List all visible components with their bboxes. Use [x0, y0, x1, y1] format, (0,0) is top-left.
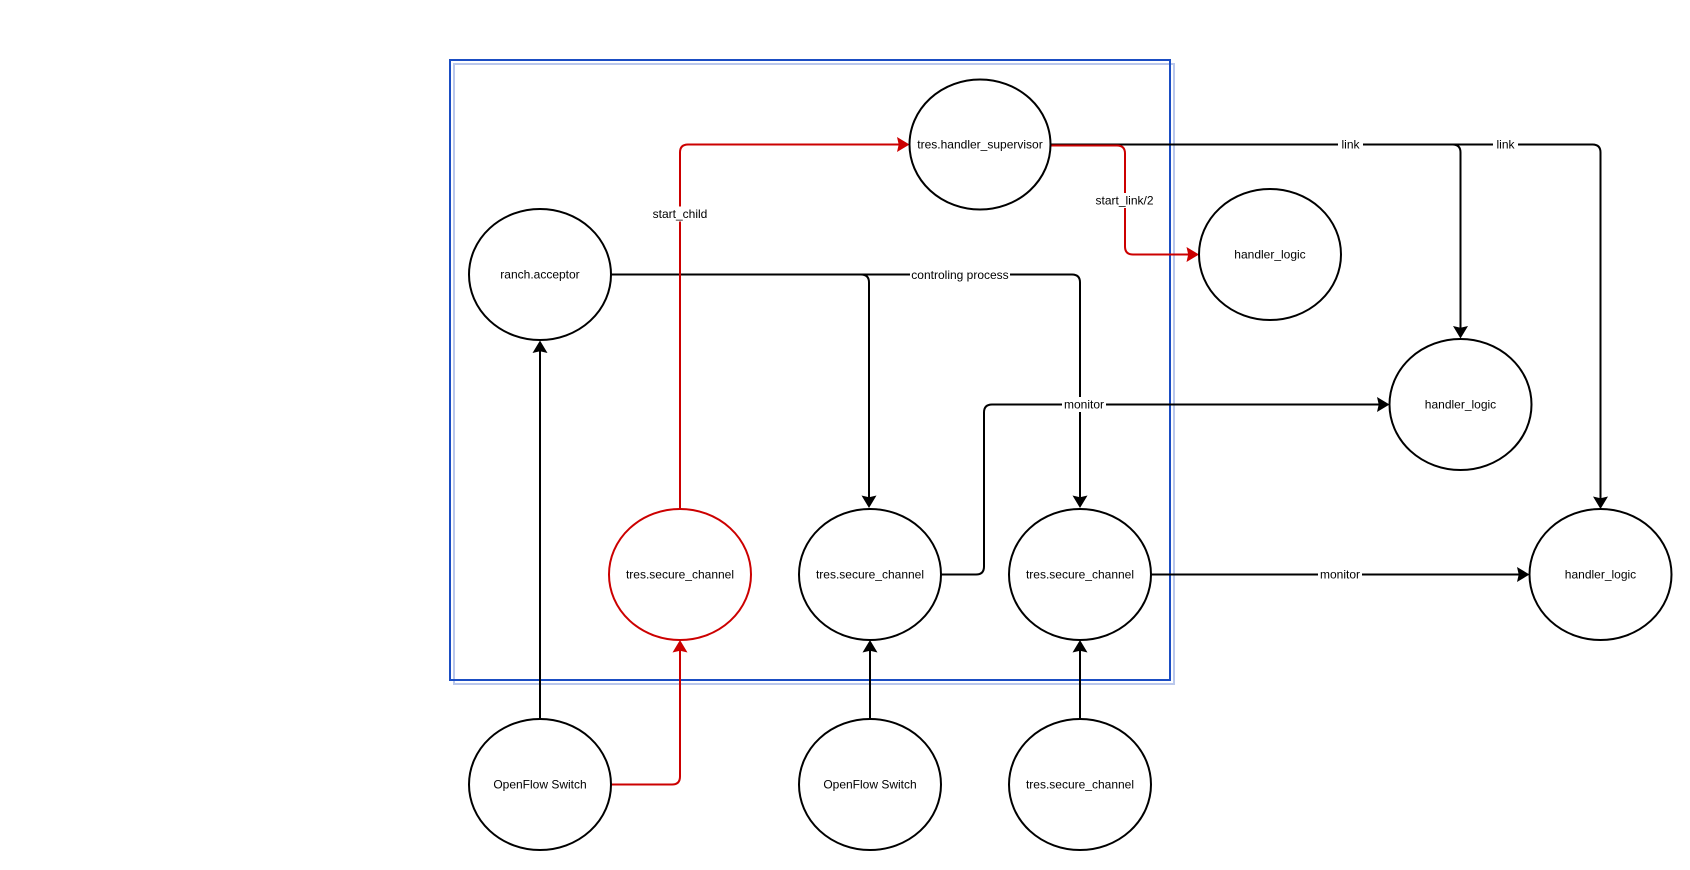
- svg-text:controling process: controling process: [911, 268, 1008, 282]
- svg-text:tres.handler_supervisor: tres.handler_supervisor: [917, 138, 1042, 152]
- svg-text:start_child: start_child: [653, 207, 708, 221]
- svg-text:tres.secure_channel: tres.secure_channel: [1026, 778, 1134, 792]
- svg-text:tres.secure_channel: tres.secure_channel: [816, 568, 924, 582]
- svg-text:handler_logic: handler_logic: [1425, 398, 1496, 412]
- svg-text:handler_logic: handler_logic: [1234, 248, 1305, 262]
- svg-text:tres.secure_channel: tres.secure_channel: [1026, 568, 1134, 582]
- svg-text:start_link/2: start_link/2: [1095, 194, 1153, 208]
- svg-text:ranch.acceptor: ranch.acceptor: [500, 268, 579, 282]
- svg-text:link: link: [1341, 138, 1360, 152]
- svg-text:tres.secure_channel: tres.secure_channel: [626, 568, 734, 582]
- svg-text:monitor: monitor: [1064, 398, 1104, 412]
- svg-text:OpenFlow Switch: OpenFlow Switch: [823, 778, 916, 792]
- svg-text:monitor: monitor: [1320, 568, 1360, 582]
- svg-text:handler_logic: handler_logic: [1565, 568, 1636, 582]
- svg-text:OpenFlow Switch: OpenFlow Switch: [493, 778, 586, 792]
- svg-text:link: link: [1496, 138, 1515, 152]
